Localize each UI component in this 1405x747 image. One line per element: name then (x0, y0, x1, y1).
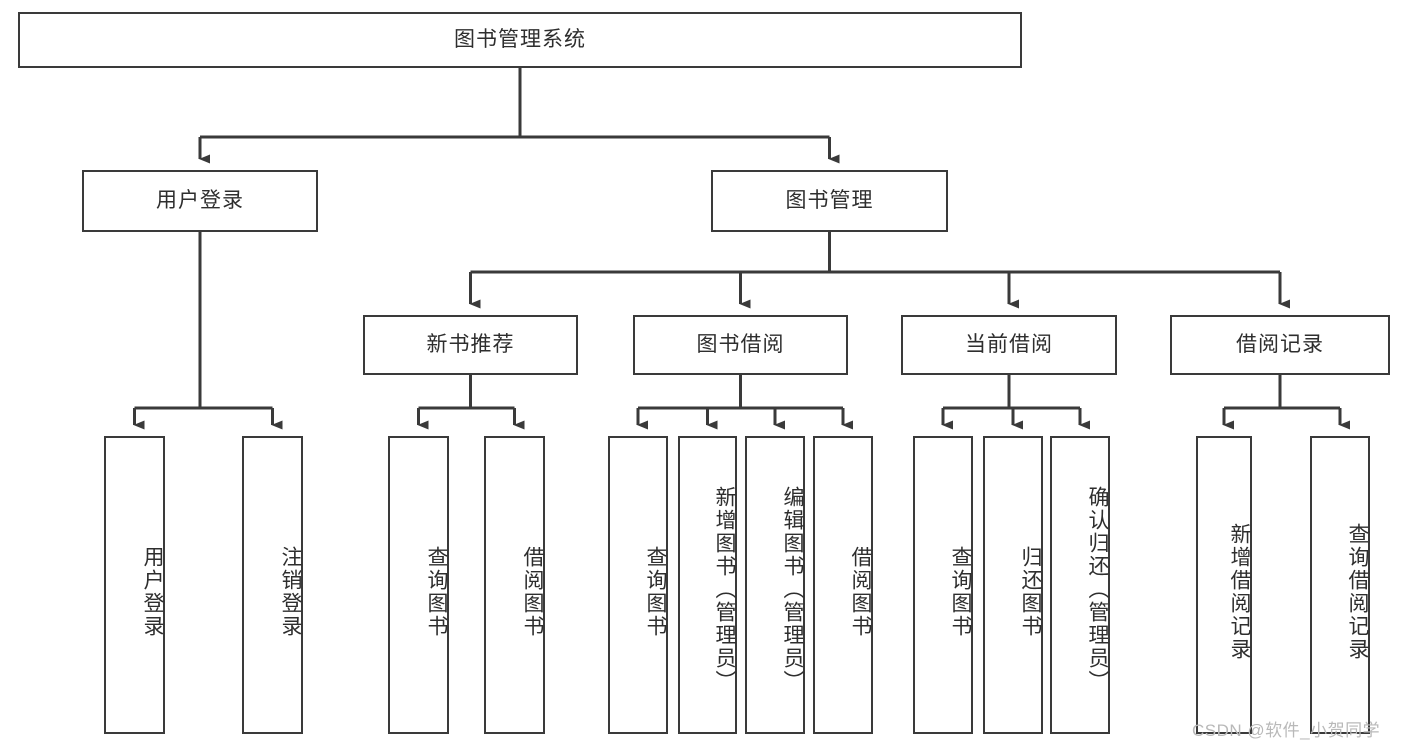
level3-node-2-label: 当前借阅 (965, 332, 1053, 356)
level2-node-1-label: 图书管理 (785, 188, 874, 212)
leaf-node-6-label: 编辑图书（管理员） (781, 485, 804, 693)
leaf-node-8[interactable]: 查询图书 (913, 436, 973, 734)
leaf-node-11-label: 新增借阅记录 (1228, 523, 1251, 661)
leaf-node-11[interactable]: 新增借阅记录 (1196, 436, 1252, 734)
root-node-tushu-guanli-xitong[interactable]: 图书管理系统 (18, 12, 1022, 68)
leaf-node-10[interactable]: 确认归还（管理员） (1050, 436, 1110, 734)
level2-node-0[interactable]: 用户登录 (82, 170, 318, 232)
level3-node-1[interactable]: 图书借阅 (633, 315, 848, 375)
leaf-node-9[interactable]: 归还图书 (983, 436, 1043, 734)
leaf-node-10-label: 确认归还（管理员） (1086, 485, 1109, 693)
leaf-node-8-label: 查询图书 (949, 546, 972, 638)
leaf-node-0[interactable]: 用户登录 (104, 436, 165, 734)
leaf-node-7-label: 借阅图书 (849, 546, 872, 638)
leaf-node-1[interactable]: 注销登录 (242, 436, 303, 734)
leaf-node-1-label: 注销登录 (279, 546, 302, 638)
leaf-node-6[interactable]: 编辑图书（管理员） (745, 436, 805, 734)
leaf-node-9-label: 归还图书 (1019, 546, 1042, 638)
leaf-node-2[interactable]: 查询图书 (388, 436, 449, 734)
level3-node-1-label: 图书借阅 (696, 332, 785, 356)
level3-node-3[interactable]: 借阅记录 (1170, 315, 1390, 375)
leaf-node-12[interactable]: 查询借阅记录 (1310, 436, 1370, 734)
level3-node-0-label: 新书推荐 (426, 332, 515, 356)
level2-node-0-label: 用户登录 (156, 188, 244, 212)
leaf-node-7[interactable]: 借阅图书 (813, 436, 873, 734)
level3-node-0[interactable]: 新书推荐 (363, 315, 578, 375)
csdn-watermark: CSDN @软件_小贺同学 (1192, 721, 1381, 740)
leaf-node-3-label: 借阅图书 (521, 546, 544, 638)
leaf-node-12-label: 查询借阅记录 (1346, 523, 1369, 661)
level3-node-2[interactable]: 当前借阅 (901, 315, 1117, 375)
leaf-node-4[interactable]: 查询图书 (608, 436, 668, 734)
level3-node-3-label: 借阅记录 (1236, 332, 1324, 356)
leaf-node-0-label: 用户登录 (141, 546, 164, 638)
leaf-node-4-label: 查询图书 (644, 546, 667, 638)
leaf-node-5-label: 新增图书（管理员） (713, 485, 736, 693)
leaf-node-5[interactable]: 新增图书（管理员） (678, 436, 737, 734)
leaf-node-3[interactable]: 借阅图书 (484, 436, 545, 734)
root-node-tushu-guanli-xitong-label: 图书管理系统 (454, 27, 586, 51)
leaf-node-2-label: 查询图书 (425, 546, 448, 638)
level2-node-1[interactable]: 图书管理 (711, 170, 948, 232)
